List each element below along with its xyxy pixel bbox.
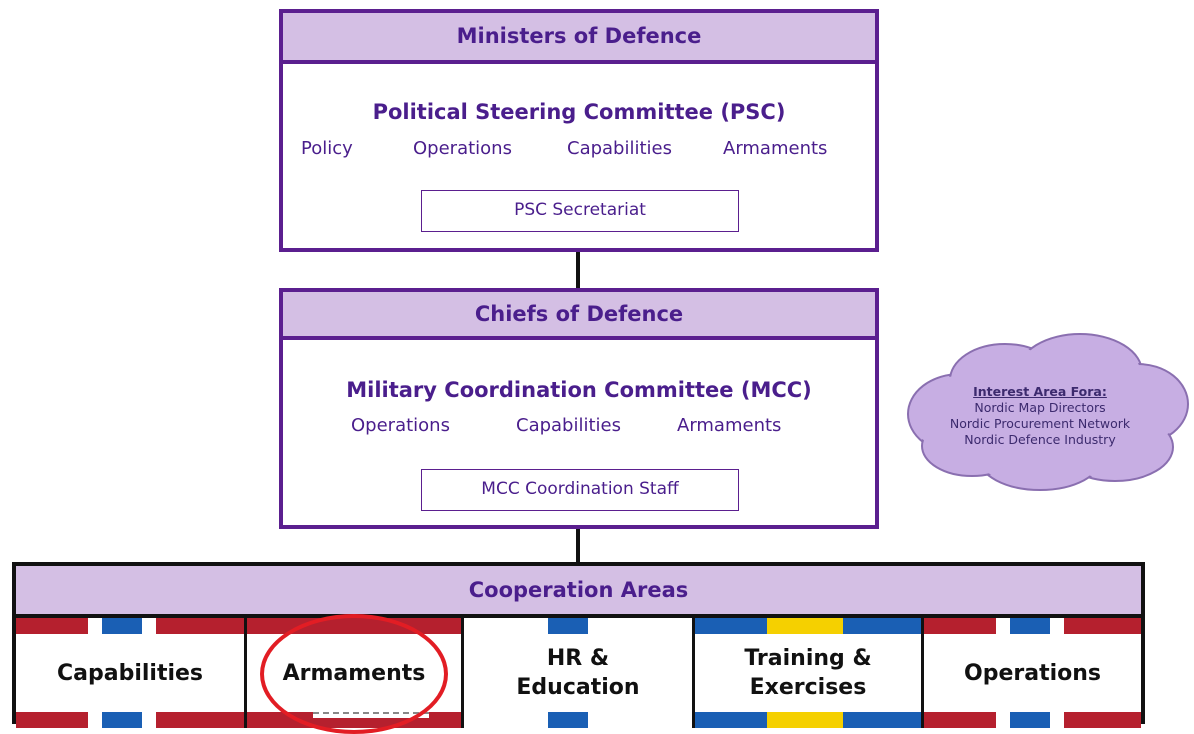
- cell-divider: [692, 618, 695, 728]
- cooperation-areas-header: Cooperation Areas: [16, 566, 1141, 618]
- cooperation-area-label: HR &Education: [516, 646, 640, 700]
- flag-stripe: [1010, 618, 1050, 634]
- psc-area-operations: Operations: [413, 138, 512, 159]
- interest-area-title: Interest Area Fora:: [973, 384, 1107, 399]
- psc-areas: Policy Operations Capabilities Armaments: [301, 138, 827, 159]
- connector-line: [576, 529, 580, 562]
- mcc-area-operations: Operations: [351, 415, 450, 436]
- flag-stripe: [548, 618, 588, 634]
- ministers-of-defence-header: Ministers of Defence: [283, 13, 875, 64]
- connector-line: [576, 252, 580, 288]
- psc-area-policy: Policy: [301, 138, 353, 159]
- psc-area-armaments: Armaments: [723, 138, 828, 159]
- psc-area-capabilities: Capabilities: [567, 138, 672, 159]
- mcc-title: Military Coordination Committee (MCC): [346, 378, 812, 402]
- cooperation-areas-box: Cooperation Areas Capabilities Armaments…: [12, 562, 1145, 728]
- mcc-area-capabilities: Capabilities: [516, 415, 621, 436]
- ministers-of-defence-box: Ministers of Defence Political Steering …: [279, 9, 879, 252]
- flag-stripe: [142, 618, 156, 634]
- cooperation-area-label: Capabilities: [56, 660, 204, 686]
- cooperation-area-label: Operations: [964, 660, 1101, 686]
- cell-divider: [461, 618, 464, 728]
- interest-area-item: Nordic Procurement Network: [949, 416, 1131, 431]
- flag-stripe: [102, 618, 142, 634]
- interest-area-item: Nordic Map Directors: [974, 400, 1106, 415]
- cell-divider: [244, 618, 247, 728]
- cooperation-area-hr-education: HR &Education: [464, 618, 692, 728]
- flag-stripe: [767, 618, 843, 634]
- cooperation-area-capabilities: Capabilities: [16, 618, 244, 728]
- chiefs-of-defence-header: Chiefs of Defence: [283, 292, 875, 340]
- highlight-circle: [260, 614, 448, 734]
- interest-area-item: Nordic Defence Industry: [964, 432, 1116, 447]
- psc-secretariat-box: PSC Secretariat: [421, 190, 739, 232]
- mcc-coordination-staff-box: MCC Coordination Staff: [421, 469, 739, 511]
- mcc-area-armaments: Armaments: [677, 415, 782, 436]
- mcc-areas: Operations Capabilities Armaments: [351, 415, 781, 436]
- cooperation-area-label: Training &Exercises: [744, 646, 872, 700]
- interest-area-cloud-shape: [907, 333, 1189, 491]
- flag-stripe: [1050, 618, 1064, 634]
- flag-stripe: [88, 618, 102, 634]
- interest-area-text: Interest Area Fora: Nordic Map Directors…: [908, 384, 1172, 448]
- cell-divider: [921, 618, 924, 728]
- cooperation-area-training-exercises: Training &Exercises: [695, 618, 921, 728]
- flag-stripe: [996, 618, 1010, 634]
- cooperation-area-operations: Operations: [924, 618, 1141, 728]
- chiefs-of-defence-box: Chiefs of Defence Military Coordination …: [279, 288, 879, 529]
- psc-title: Political Steering Committee (PSC): [372, 100, 786, 124]
